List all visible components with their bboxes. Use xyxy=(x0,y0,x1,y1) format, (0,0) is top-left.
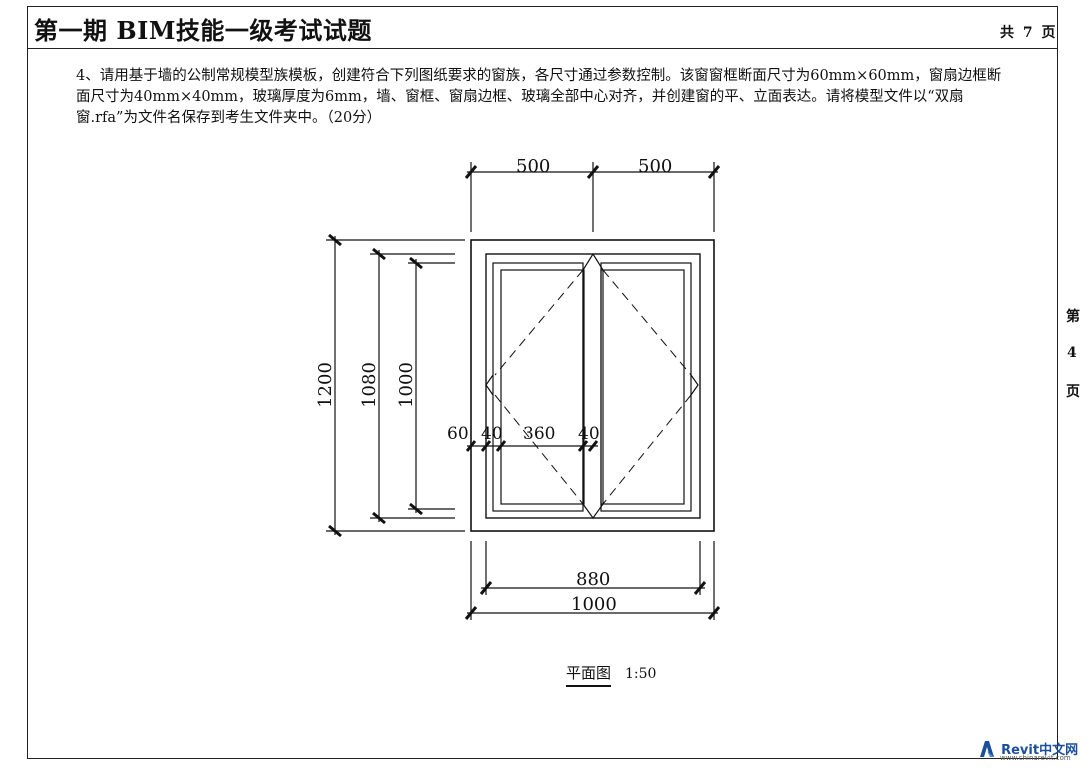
dim-top-left: 500 xyxy=(516,156,550,177)
dim-60: 60 xyxy=(447,424,469,444)
dim-left-outer: 1200 xyxy=(315,362,336,408)
dim-360: 360 xyxy=(523,424,555,444)
center-mullion xyxy=(582,253,604,520)
page-frame xyxy=(27,6,1058,759)
watermark-brand: Revit中文网 xyxy=(1001,743,1079,758)
side-page-ye: 页 xyxy=(1066,384,1080,400)
header-divider xyxy=(27,48,1058,49)
sash-right-inner xyxy=(600,269,685,505)
question-text: 4、请用基于墙的公制常规模型族模板，创建符合下列图纸要求的窗族，各尺寸通过参数控… xyxy=(76,68,1002,126)
inner-frame xyxy=(485,253,701,519)
dim-top-right: 500 xyxy=(638,156,672,177)
dim-left-inner: 1000 xyxy=(396,362,417,408)
swing-line-r2 xyxy=(602,394,692,505)
sash-left-inner xyxy=(500,269,585,505)
side-page-number: 4 xyxy=(1067,345,1077,361)
swing-line-r1 xyxy=(602,269,692,376)
drawing-caption: 平面图 1:50 xyxy=(566,662,657,687)
dim-40b: 40 xyxy=(578,424,600,444)
total-pages: 共 7 页 xyxy=(1000,25,1056,41)
dim-left-mid: 1080 xyxy=(359,362,380,408)
dim-1000: 1000 xyxy=(571,594,617,615)
caption-scale: 1:50 xyxy=(625,666,657,682)
hinge-right xyxy=(690,374,699,396)
page-title: 第一期 BIM技能一级考试试题 xyxy=(34,16,372,45)
sash-right-outer xyxy=(600,262,692,512)
dim-880: 880 xyxy=(576,569,610,590)
watermark: Revit中文网 www.chinarevit.com xyxy=(978,738,1079,762)
outer-frame xyxy=(470,239,715,532)
swing-line-l2 xyxy=(494,394,584,505)
sash-left-outer xyxy=(492,262,584,512)
watermark-url: www.chinarevit.com xyxy=(1000,754,1071,762)
hinge-left xyxy=(485,374,494,396)
caption-title: 平面图 xyxy=(566,664,612,687)
dim-40a: 40 xyxy=(481,424,503,444)
revit-logo-icon xyxy=(980,740,994,757)
swing-line-l1 xyxy=(494,269,584,376)
side-page-di: 第 xyxy=(1066,309,1080,325)
